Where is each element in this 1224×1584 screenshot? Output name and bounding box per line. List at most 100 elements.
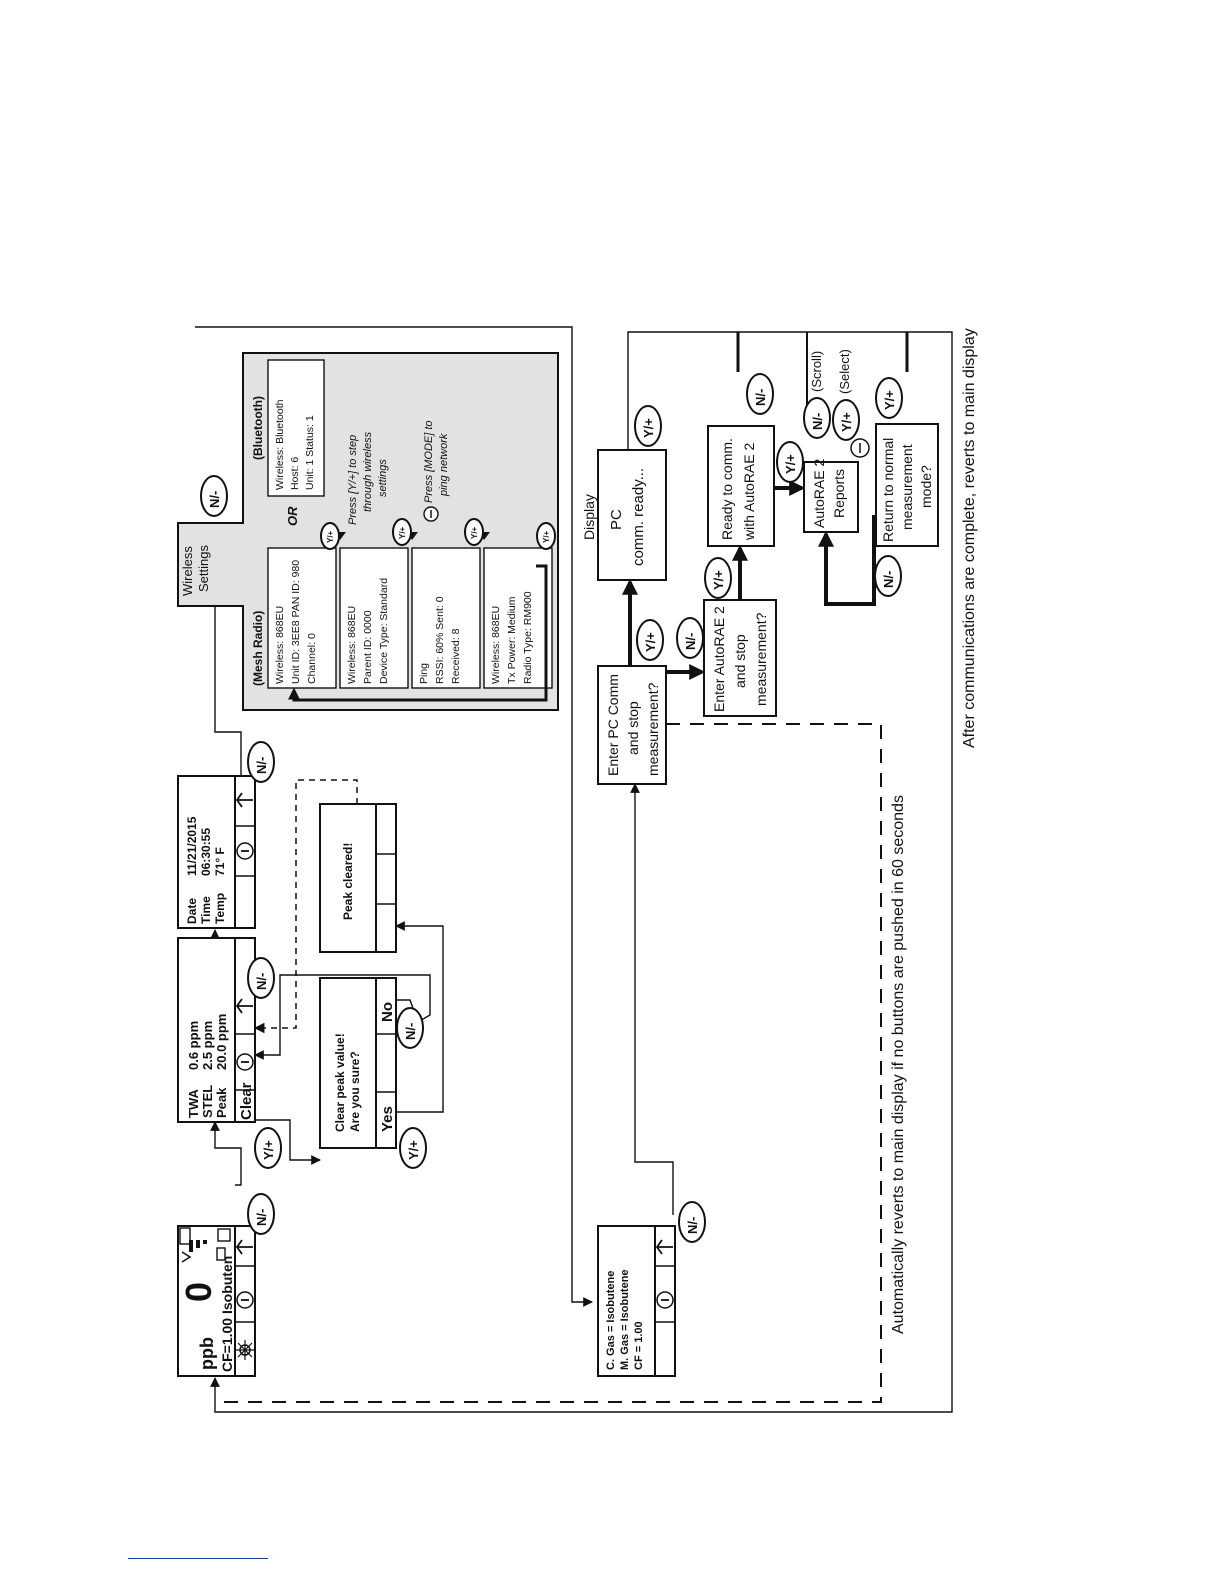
svg-text:N/-: N/- [753, 389, 768, 406]
svg-text:Y/+: Y/+ [882, 390, 897, 410]
arrow-up-icon [655, 1239, 673, 1255]
mesh-box1-line1: Wireless: 868EU [274, 606, 286, 684]
y-button-icon: Y/+ [392, 518, 412, 546]
bluetooth-line3: Unit: 1 Status: 1 [304, 415, 316, 490]
n-button-icon: N/- [676, 617, 704, 659]
stel-label: STEL [200, 1085, 215, 1118]
arrow-up-icon [235, 1239, 253, 1255]
y-button-icon: Y/+ [254, 1127, 282, 1169]
y-button-icon: Y/+ [634, 405, 662, 447]
ping-note-line1: Press [MODE] to [423, 420, 435, 503]
reports-line2: Reports [831, 469, 847, 518]
mesh-box3-line2: RSSI: 60% Sent: 0 [434, 596, 446, 684]
mesh-box4-line1: Wireless: 868EU [490, 606, 502, 684]
gas-line1: C. Gas = Isobutene [605, 1271, 617, 1370]
bluetooth-heading: (Bluetooth) [251, 396, 265, 460]
time-label: Time [199, 896, 213, 924]
pc-comm-line2: and stop [625, 701, 641, 755]
gas-line3: CF = 1.00 [633, 1321, 645, 1370]
autorae-enter-line3: measurement? [753, 612, 769, 706]
wireless-settings-panel: Wireless Settings (Mesh Radio) Wireless:… [177, 352, 559, 711]
mesh-box1-line3: Channel: 0 [306, 633, 318, 684]
button-ovals: N/- Y/+ N/- N/- Y/+ N/- N/- N/- Y/+ N/- … [200, 373, 903, 1243]
yes-softkey: Yes [379, 1106, 396, 1132]
y-button-icon: Y/+ [776, 441, 804, 483]
autorae-enter-line2: and stop [732, 634, 748, 688]
peak-value: 20.0 ppm [214, 1014, 229, 1070]
mesh-box3-line3: Received: 8 [450, 628, 462, 684]
y-button-icon: Y/+ [636, 619, 664, 661]
svg-text:N/-: N/- [207, 491, 222, 508]
y-button-icon: Y/+ [832, 399, 860, 441]
svg-text:Y/+: Y/+ [542, 530, 551, 543]
main-cf-line: CF=1.00 Isobuten [219, 1256, 235, 1372]
pump-icon [216, 1247, 226, 1261]
mesh-radio-heading: (Mesh Radio) [251, 611, 265, 686]
peak-cleared-screen: Peak cleared! [319, 803, 397, 953]
return-line2: measurement [899, 444, 915, 530]
clear-confirm-screen: Clear peak value! Are you sure? Yes No [319, 977, 397, 1149]
auto-revert-line [223, 723, 882, 1403]
pc-comm-flow: Enter PC Comm and stop measurement? Disp… [581, 332, 939, 785]
date-time-screen: Date 11/21/2015 Time 06:30:55 Temp 71° F [177, 775, 256, 929]
y-button-icon: Y/+ [464, 518, 484, 546]
pc-comm-line3: measurement? [645, 682, 661, 776]
mode-button-icon [423, 506, 439, 522]
gas-line2: M. Gas = Isobutene [619, 1269, 631, 1370]
auto-revert-caption: Automatically reverts to main display if… [890, 795, 907, 1334]
y-button-icon: Y/+ [536, 522, 556, 550]
n-button-icon: N/- [247, 741, 275, 783]
mesh-box1-line2: Unit ID: 3EE8 PAN ID: 980 [290, 560, 302, 684]
temp-value: 71° F [213, 847, 227, 876]
wireless-tab-line1: Wireless [180, 546, 195, 596]
n-button-icon: N/- [746, 373, 774, 415]
or-label: OR [285, 506, 300, 526]
mesh-box4-line3: Radio Type: RM900 [522, 591, 534, 684]
twa-stel-peak-screen: TWA 0.6 ppm STEL 2.5 ppm Peak 20.0 ppm C… [177, 937, 256, 1123]
step-note-line2: through wireless [362, 431, 374, 512]
mesh-box2-line1: Wireless: 868EU [346, 606, 358, 684]
n-button-icon: N/- [803, 397, 831, 439]
svg-text:Y/+: Y/+ [398, 526, 407, 539]
twa-label: TWA [186, 1089, 201, 1118]
battery-icon [179, 1227, 191, 1245]
clear-confirm-line1: Clear peak value! [333, 1033, 347, 1132]
y-button-icon: Y/+ [704, 557, 732, 599]
no-softkey: No [379, 1002, 396, 1022]
svg-text:N/-: N/- [254, 757, 269, 774]
light-icon [235, 1340, 255, 1360]
svg-text:Y/+: Y/+ [406, 1140, 421, 1160]
arrow-up-icon [235, 792, 253, 808]
mode-button-icon [236, 1053, 254, 1071]
autorae-enter-line1: Enter AutoRAE 2 [711, 606, 727, 712]
stel-value: 2.5 ppm [200, 1021, 215, 1070]
svg-text:Y/+: Y/+ [261, 1140, 276, 1160]
time-value: 06:30:55 [199, 828, 213, 876]
display-label: Display [581, 494, 597, 540]
svg-text:Y/+: Y/+ [783, 454, 798, 474]
reports-line1: AutoRAE 2 [811, 459, 827, 528]
n-button-icon: N/- [200, 475, 228, 517]
n-button-icon: N/- [874, 555, 902, 597]
svg-text:Y/+: Y/+ [711, 570, 726, 590]
twa-value: 0.6 ppm [186, 1021, 201, 1070]
mesh-box4-line2: Tx Power: Medium [506, 596, 518, 684]
svg-text:Y/+: Y/+ [470, 526, 479, 539]
temp-label: Temp [213, 893, 227, 924]
return-line1: Return to normal [880, 438, 896, 542]
after-comm-caption: After communications are complete, rever… [961, 328, 978, 748]
n-button-icon: N/- [247, 1193, 275, 1235]
y-button-icon: Y/+ [320, 522, 340, 550]
step-note-line3: settings [377, 459, 389, 497]
bluetooth-line1: Wireless: Bluetooth [274, 399, 286, 490]
arrow-up-icon [235, 998, 253, 1014]
gas-settings-screen: C. Gas = Isobutene M. Gas = Isobutene CF… [597, 1225, 676, 1377]
signal-icon [181, 1240, 207, 1263]
svg-text:Y/+: Y/+ [641, 418, 656, 438]
n-button-icon: N/- [678, 1201, 706, 1243]
date-label: Date [185, 898, 199, 924]
select-label: (Select) [837, 349, 852, 394]
peak-cleared-text: Peak cleared! [341, 843, 355, 920]
mesh-box3-line1: Ping [418, 663, 430, 684]
